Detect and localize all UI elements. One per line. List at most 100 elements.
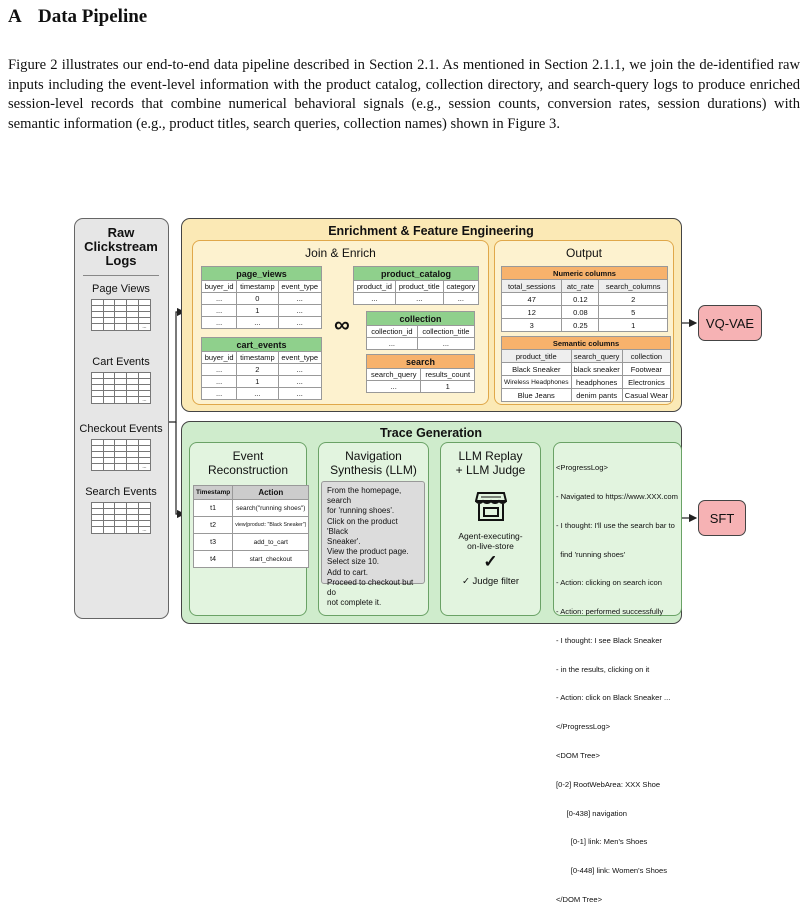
ellipsis-3: ... (137, 463, 152, 471)
cell: ... (200, 316, 238, 329)
cell: 0.12 (561, 292, 600, 306)
nav-line: Click on the product 'Black (327, 516, 398, 536)
cell: t3 (192, 533, 234, 551)
checkout-events-thumbnail: ... (91, 439, 152, 471)
search-table-title: search (366, 354, 475, 369)
log-line: [0-2] RootWebArea: XXX Shoe (556, 779, 661, 789)
agent-label: Agent-executing- on-live-store (441, 531, 540, 551)
cell: ... (200, 387, 238, 400)
col-header: product_id (353, 280, 396, 293)
raw-title-line1: Raw (107, 225, 135, 240)
table-row: ...... (366, 337, 476, 350)
replay-title-line2: + LLM Judge (455, 463, 526, 477)
cell: start_checkout (232, 550, 310, 568)
log-line: [0-1] link: Men's Shoes (556, 837, 648, 847)
raw-divider (83, 275, 159, 276)
table-row: ...1... (200, 304, 322, 317)
log-line: - Action: performed successfully (556, 607, 664, 617)
col-header: product_title (501, 349, 572, 363)
cell: headphones (570, 375, 623, 389)
cell: denim pants (570, 388, 623, 402)
cell: ... (200, 375, 238, 388)
event-title-line1: Event (232, 449, 264, 463)
cell: 1 (236, 375, 279, 388)
nav-title-line2: Synthesis (LLM) (330, 463, 417, 477)
cell: ... (277, 304, 322, 317)
agent-line1: Agent-executing- (458, 531, 523, 541)
product-catalog-table-title: product_catalog (353, 266, 479, 281)
nav-line: Add to cart. (327, 567, 368, 577)
ellipsis-4: ... (137, 526, 152, 534)
join-infinity-icon: ∞ (334, 312, 350, 337)
cell: Casual Wear (621, 388, 672, 402)
log-line: </DOM Tree> (556, 894, 602, 904)
cell: ... (200, 292, 238, 305)
log-line: find 'running shoes' (556, 549, 626, 559)
log-line: <ProgressLog> (556, 463, 608, 473)
ellipsis-1: ... (137, 323, 152, 331)
cell: ... (236, 316, 279, 329)
log-line: - Navigated to https://www.XXX.com (556, 491, 678, 501)
event-title-line2: Reconstruction (207, 463, 289, 477)
cell: 5 (598, 305, 668, 319)
numeric-columns-title: Numeric columns (501, 266, 668, 280)
nav-line: From the homepage, search (327, 486, 402, 506)
raw-logs-panel: Raw Clickstream Logs Page Views ... Cart… (74, 218, 169, 619)
nav-line: for 'running shoes'. (327, 506, 395, 516)
log-line: - I thought: I see Black Sneaker (556, 635, 662, 645)
cell: 1 (598, 318, 668, 332)
cell: search("running shoes") (232, 499, 310, 517)
cell: black sneaker (570, 362, 623, 376)
cell: ... (277, 375, 322, 388)
cell: Electronics (621, 375, 672, 389)
replay-title-line1: LLM Replay (458, 449, 523, 463)
cell: add_to_cart (232, 533, 310, 551)
col-header: collection (621, 349, 672, 363)
cell: 2 (236, 363, 279, 376)
log-line: [0-438] navigation (556, 808, 627, 818)
cell: ... (277, 292, 322, 305)
table-row: ......... (200, 387, 322, 400)
progress-log-box (553, 442, 682, 616)
col-header: Timestamp (192, 485, 234, 500)
cell: ... (200, 363, 238, 376)
heading-number: A (8, 6, 22, 27)
heading-title: Data Pipeline (38, 6, 148, 27)
cell: 0.25 (561, 318, 600, 332)
nav-line: Proceed to checkout but do (327, 577, 414, 598)
col-header: collection_title (416, 325, 476, 338)
raw-title-line2: Clickstream (84, 239, 158, 254)
raw-item-search-events: Search Events (85, 486, 157, 498)
enrichment-title: Enrichment & Feature Engineering (328, 224, 534, 238)
col-header: category (442, 280, 480, 293)
log-line: </ProgressLog> (556, 722, 611, 732)
col-header: buyer_id (200, 351, 238, 364)
search-events-thumbnail: ... (91, 502, 152, 534)
cell: ... (353, 292, 396, 305)
cell: ... (442, 292, 480, 305)
table-row: ...1 (365, 380, 475, 393)
raw-item-page-views: Page Views (92, 283, 150, 295)
cell: Footwear (621, 362, 672, 376)
col-header: collection_id (366, 325, 418, 338)
cell: t1 (192, 499, 234, 517)
col-header: Action (232, 485, 310, 500)
cell: 3 (500, 318, 563, 332)
cart-events-thumbnail: ... (91, 372, 152, 404)
cart-events-table-title: cart_events (201, 337, 322, 352)
raw-title-line3: Logs (105, 253, 137, 268)
body-paragraph: Figure 2 illustrates our end-to-end data… (8, 57, 800, 132)
col-header: search_columns (598, 279, 668, 293)
join-enrich-title: Join & Enrich (305, 246, 376, 260)
cell: 47 (500, 292, 563, 306)
log-line: - Action: clicking on search icon (556, 578, 662, 588)
nav-line: View the product page. (327, 547, 409, 557)
